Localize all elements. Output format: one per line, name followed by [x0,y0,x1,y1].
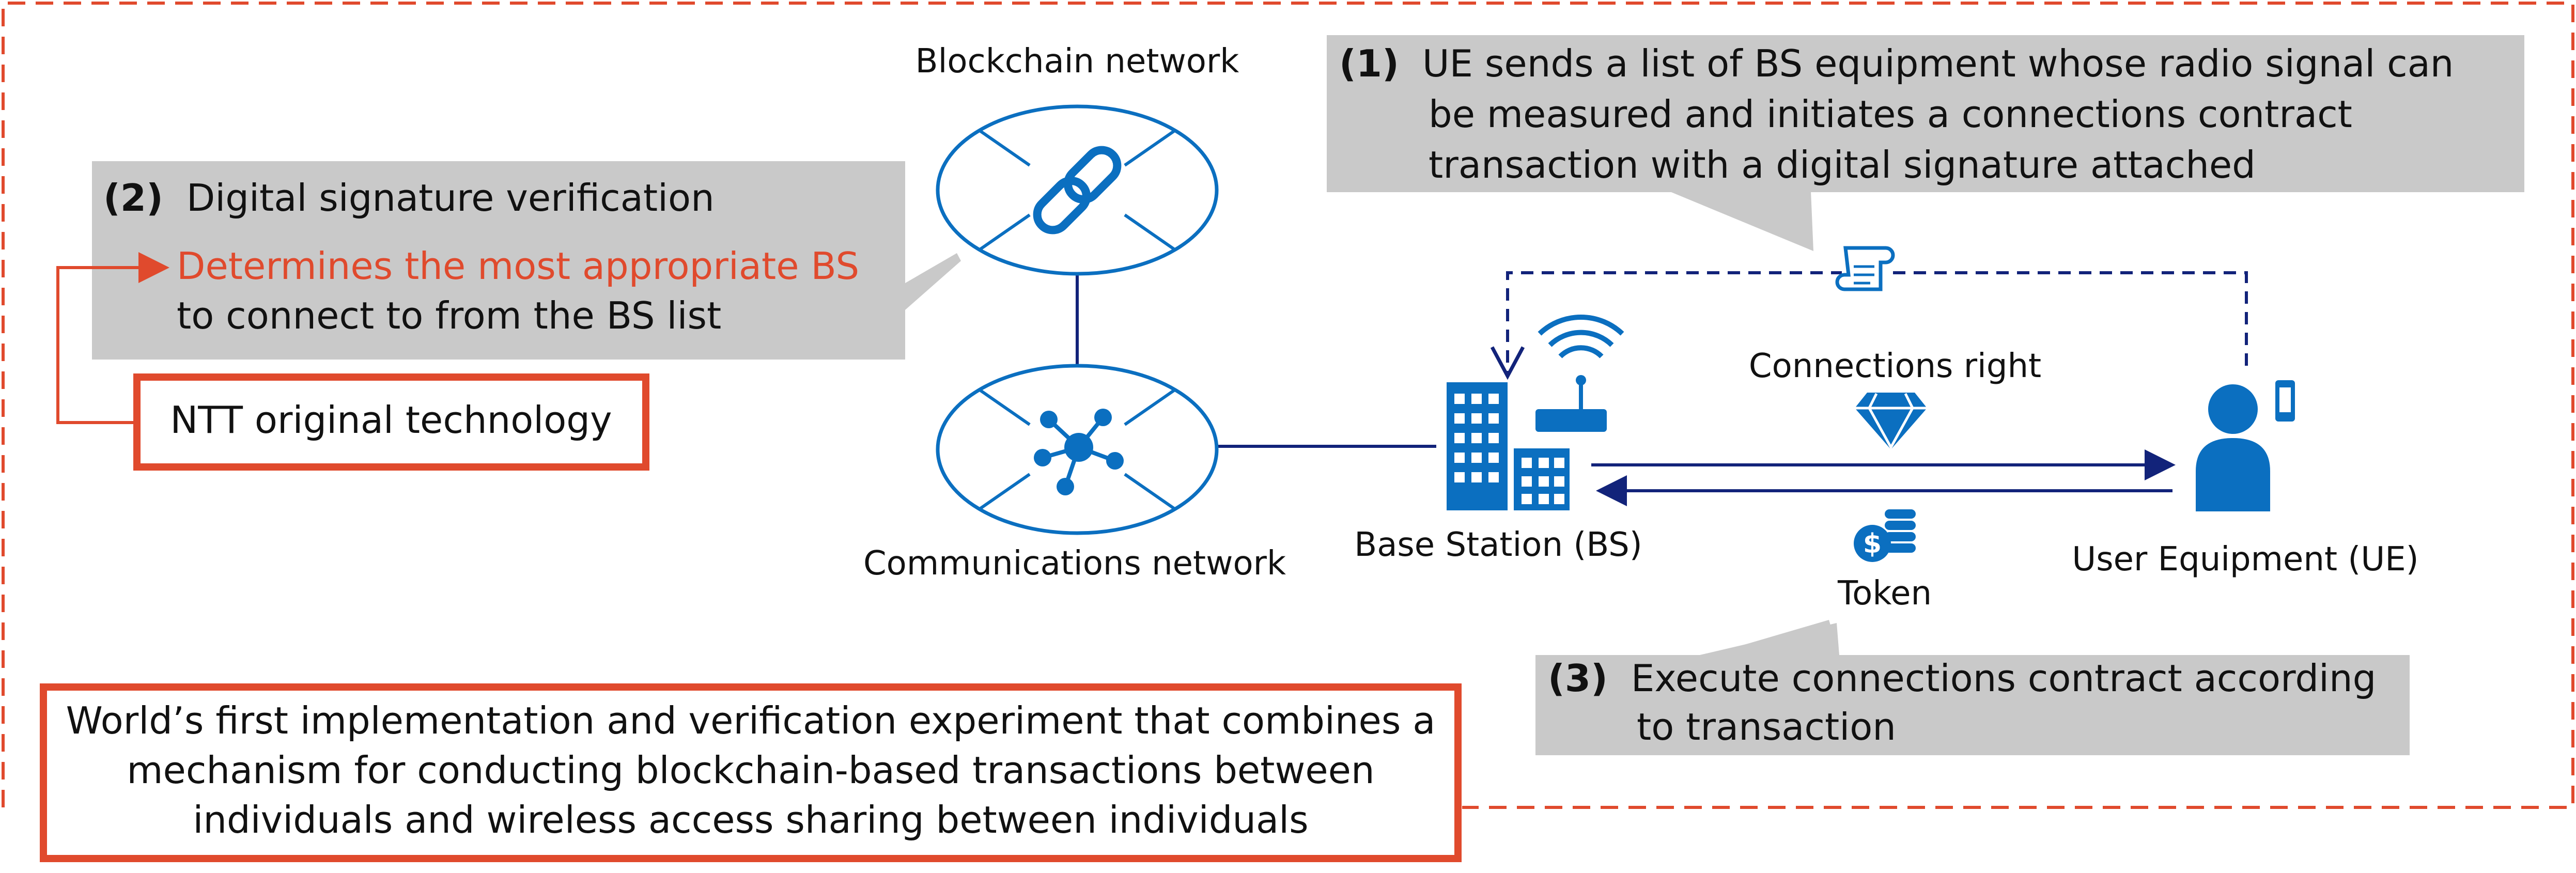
chain-link-icon [1033,146,1122,235]
connections-right-label: Connections right [1749,347,2041,385]
callout-step3: (3) Execute connections contract accordi… [1535,620,2410,755]
ntt-technology-label: NTT original technology [170,398,612,442]
step3-line1: Execute connections contract according [1631,657,2377,700]
svg-text:(2) Digital signature ve: (2) Digital signature verification [103,176,715,220]
svg-text:(1) UE sends a list of B: (1) UE sends a list of BS equipment whos… [1339,42,2454,85]
building-router-icon [1447,315,1624,510]
communications-network-label: Communications network [863,544,1286,583]
summary-line3: individuals and wireless access sharing … [193,798,1308,841]
ntt-technology-box: NTT original technology [133,373,649,471]
communications-network [936,364,1219,535]
svg-text:(3) Execute connections: (3) Execute connections contract accordi… [1548,657,2376,700]
blockchain-network [936,104,1219,276]
summary-box: World’s first implementation and verific… [40,683,1462,862]
transaction-arrowhead [1490,346,1525,380]
step1-number: (1) [1339,42,1399,85]
step1-line3: transaction with a digital signature att… [1429,143,2256,186]
scroll-icon [1835,246,1895,291]
summary-line2: mechanism for conducting blockchain-base… [127,749,1374,792]
ntt-pointer-arrow [56,252,169,424]
step2-line2: Determines the most appropriate BS [177,244,859,288]
outer-dashed-frame [2,2,2574,809]
step2-line3: to connect to from the BS list [177,294,721,337]
user-phone-icon [2196,380,2295,511]
base-station-label: Base Station (BS) [1354,526,1642,564]
step3-line2: to transaction [1637,705,1896,749]
svg-text:$: $ [1863,528,1882,559]
network-hub-icon [1034,409,1124,495]
blockchain-network-label: Blockchain network [915,42,1239,81]
user-equipment-label: User Equipment (UE) [2072,540,2418,579]
coin-stack-icon: $ [1854,509,1916,562]
step1-line1: UE sends a list of BS equipment whose ra… [1422,42,2454,85]
callout-step2: (2) Digital signature verification Deter… [92,161,961,360]
diamond-icon [1855,393,1927,450]
summary-line1: World’s first implementation and verific… [66,699,1436,742]
step1-line2: be measured and initiates a connections … [1429,92,2352,136]
callout-step1: (1) UE sends a list of BS equipment whos… [1327,35,2524,251]
step2-line1: Digital signature verification [187,176,715,220]
step3-number: (3) [1548,657,1608,700]
step2-number: (2) [103,176,163,220]
token-label: Token [1837,574,1932,613]
